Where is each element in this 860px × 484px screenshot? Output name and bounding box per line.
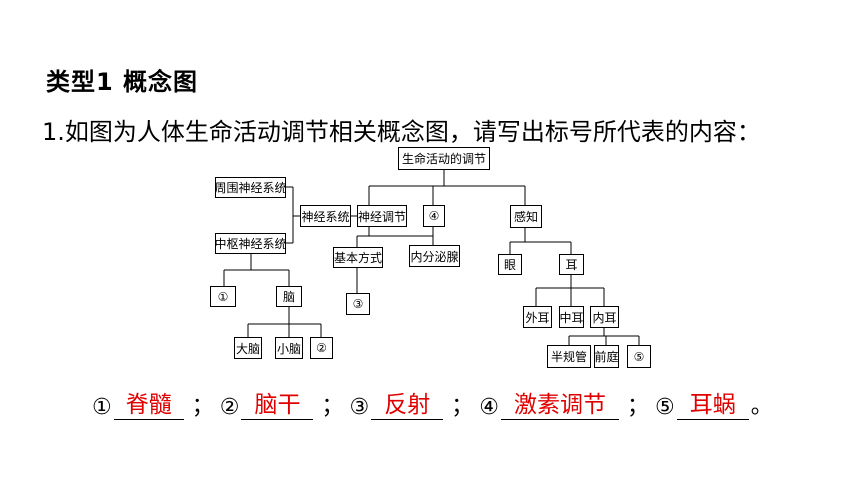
node-cerebellum: 小脑 <box>275 337 303 359</box>
node-eye: 眼 <box>498 254 522 275</box>
node-neural-regulation: 神经调节 <box>357 205 407 227</box>
node-life-regulation: 生命活动的调节 <box>398 147 490 170</box>
node-ear: 耳 <box>559 254 584 275</box>
node-basic-mode: 基本方式 <box>333 247 383 268</box>
node-sensation: 感知 <box>510 205 542 228</box>
node-inner-ear: 内耳 <box>590 306 619 328</box>
answer-line: ① 脊髓 ； ② 脑干 ； ③ 反射 ； ④ 激素调节 ； ⑤ 耳蜗 。 <box>92 388 773 420</box>
answer-2: 脑干 <box>241 391 314 420</box>
separator: ； <box>451 394 474 419</box>
answer-marker-2: ② <box>219 395 240 420</box>
end-period: 。 <box>750 394 773 419</box>
node-cerebrum: 大脑 <box>234 337 262 359</box>
node-vestibule: 前庭 <box>594 345 619 368</box>
node-endocrine-gland: 内分泌腺 <box>409 245 460 267</box>
node-outer-ear: 外耳 <box>523 306 552 328</box>
answer-5: 耳蜗 <box>676 391 749 420</box>
question-text: 1.如图为人体生命活动调节相关概念图，请写出标号所代表的内容： <box>42 118 761 146</box>
answer-marker-5: ⑤ <box>655 395 675 420</box>
node-marker-1: ① <box>210 286 236 307</box>
node-marker-2: ② <box>310 337 333 359</box>
separator: ； <box>321 394 344 419</box>
node-middle-ear: 中耳 <box>559 306 584 328</box>
node-marker-4: ④ <box>423 205 445 227</box>
node-marker-5: ⑤ <box>627 345 651 368</box>
node-central-nervous-system: 中枢神经系统 <box>215 233 287 254</box>
separator: ； <box>191 394 214 419</box>
separator: ； <box>626 394 649 419</box>
node-semicircular-canals: 半规管 <box>547 345 591 368</box>
node-marker-3: ③ <box>346 293 370 315</box>
answer-4: 激素调节 <box>500 391 619 420</box>
section-heading: 类型1 概念图 <box>46 68 199 96</box>
answer-marker-1: ① <box>92 395 112 420</box>
answer-3: 反射 <box>371 391 444 420</box>
node-nervous-system: 神经系统 <box>300 205 351 227</box>
node-brain: 脑 <box>276 286 302 307</box>
answer-1: 脊髓 <box>113 391 184 420</box>
answer-marker-4: ④ <box>479 395 499 420</box>
node-peripheral-nervous-system: 周围神经系统 <box>215 177 287 198</box>
answer-marker-3: ③ <box>349 395 370 420</box>
